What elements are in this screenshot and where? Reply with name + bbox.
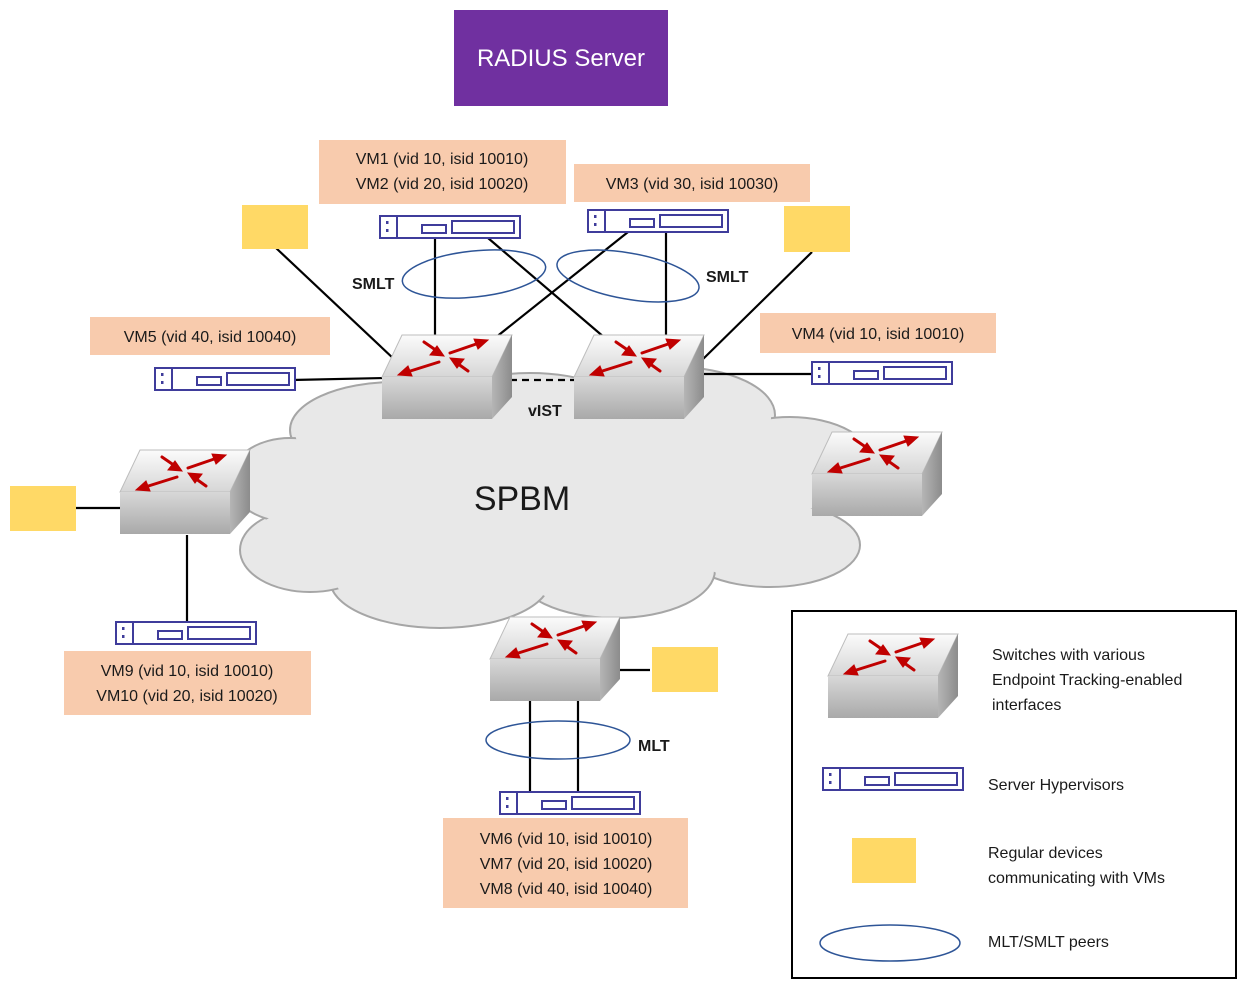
server-top-right xyxy=(587,209,729,233)
switch-left xyxy=(118,448,252,536)
smlt-left-ellipse xyxy=(401,249,547,299)
legend-server-label: Server Hypervisors xyxy=(988,777,1124,794)
legend-server-icon xyxy=(822,767,964,791)
mlt-label: MLT xyxy=(638,738,670,755)
device-top-right xyxy=(784,206,850,252)
spbm-cloud-fill xyxy=(236,374,870,620)
smlt-peers-ellipses xyxy=(401,249,700,760)
legend-switch-label: Switches with various xyxy=(992,647,1145,664)
mlt-ellipse xyxy=(485,720,631,760)
vm-box-left: VM5 (vid 40, isid 10040) xyxy=(90,317,330,355)
vm-box-text: VM6 (vid 10, isid 10010) xyxy=(480,831,653,848)
legend: Switches with various Endpoint Tracking-… xyxy=(791,610,1237,979)
smlt-left-label: SMLT xyxy=(352,276,395,293)
server-bottom xyxy=(499,791,641,815)
legend-device-icon xyxy=(852,838,916,883)
vm-box-text: VM2 (vid 20, isid 10020) xyxy=(356,176,529,193)
legend-peer-label: MLT/SMLT peers xyxy=(988,934,1109,951)
regular-devices xyxy=(10,205,850,692)
vm-box-bottom-left: VM9 (vid 10, isid 10010) VM10 (vid 20, i… xyxy=(64,651,311,715)
vm-box-text: VM10 (vid 20, isid 10020) xyxy=(96,688,277,705)
switch-bottom xyxy=(488,615,622,703)
vist-label: vIST xyxy=(528,403,562,420)
smlt-right-label: SMLT xyxy=(706,269,749,286)
server-left xyxy=(154,367,296,391)
vm-box-text: VM1 (vid 10, isid 10010) xyxy=(356,151,529,168)
server-bottom-left xyxy=(115,621,257,645)
switch-right xyxy=(810,430,944,518)
vm-box-text: VM9 (vid 10, isid 10010) xyxy=(101,663,274,680)
vm-box-text: VM8 (vid 40, isid 10040) xyxy=(480,881,653,898)
vm-box-right: VM4 (vid 10, isid 10010) xyxy=(760,313,996,353)
vm-box-text: VM5 (vid 40, isid 10040) xyxy=(124,329,297,346)
legend-switch-label: Endpoint Tracking-enabled xyxy=(992,672,1182,689)
smlt-right-ellipse xyxy=(556,249,700,303)
switch-core-left xyxy=(380,333,514,421)
vm-box-top-left: VM1 (vid 10, isid 10010) VM2 (vid 20, is… xyxy=(319,140,566,204)
legend-switch-label: interfaces xyxy=(992,697,1061,714)
legend-switch-icon xyxy=(826,632,960,720)
radius-server: RADIUS Server xyxy=(454,10,668,106)
vm-box-bottom: VM6 (vid 10, isid 10010) VM7 (vid 20, is… xyxy=(443,818,688,908)
legend-ellipse-icon xyxy=(819,924,961,962)
vm-box-text: VM7 (vid 20, isid 10020) xyxy=(480,856,653,873)
server-right xyxy=(811,361,953,385)
links xyxy=(76,231,813,792)
legend-device-label: communicating with VMs xyxy=(988,870,1165,887)
cloud-label: SPBM xyxy=(474,480,570,518)
device-left xyxy=(10,486,76,531)
legend-device-label: Regular devices xyxy=(988,845,1103,862)
radius-server-label: RADIUS Server xyxy=(477,45,645,72)
vm-box-text: VM4 (vid 10, isid 10010) xyxy=(792,326,965,343)
server-top-left xyxy=(379,215,521,239)
vm-box-top-right: VM3 (vid 30, isid 10030) xyxy=(574,164,810,202)
device-bottom xyxy=(652,647,718,692)
vm-box-text: VM3 (vid 30, isid 10030) xyxy=(606,176,779,193)
switch-core-right xyxy=(572,333,706,421)
device-top-left xyxy=(242,205,308,249)
